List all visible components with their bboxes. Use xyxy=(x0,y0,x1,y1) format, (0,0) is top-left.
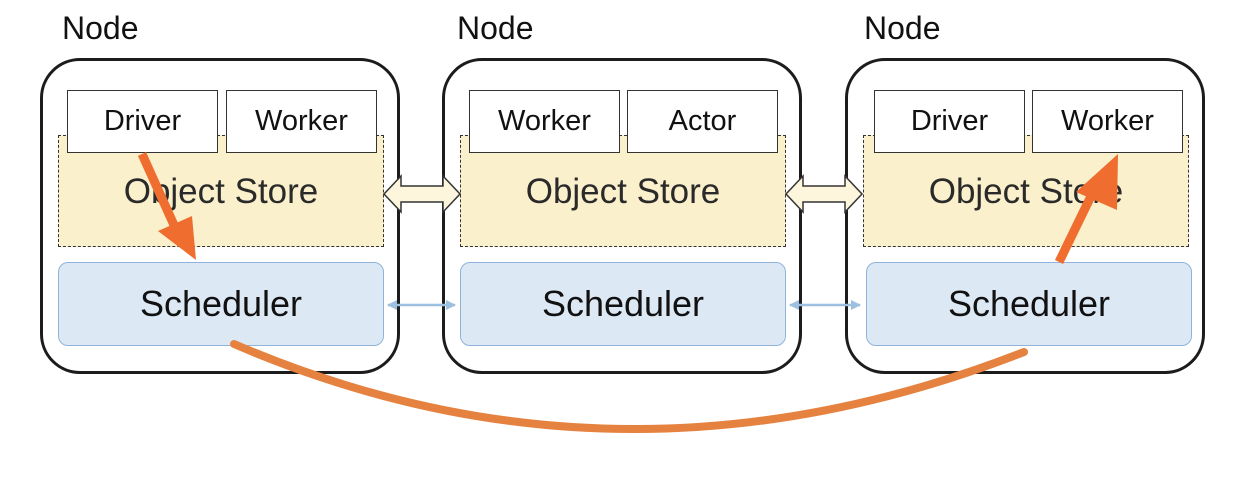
worker-box-2: Worker xyxy=(469,90,620,153)
driver-box-3: Driver xyxy=(874,90,1025,153)
scheduler-2: Scheduler xyxy=(460,262,786,346)
object-store-2: Object Store xyxy=(460,135,786,247)
node-1 xyxy=(40,58,400,374)
scheduler-flow-curve xyxy=(230,340,1028,434)
scheduler-to-worker-arrow xyxy=(1054,188,1099,264)
driver-to-scheduler-arrow xyxy=(137,152,183,236)
object-store-label-2: Object Store xyxy=(525,172,721,211)
store-link-arrow-1-2 xyxy=(382,174,462,214)
node-title-2: Node xyxy=(457,10,534,46)
object-store-3: Object Store xyxy=(863,135,1189,247)
driver-to-scheduler-arrowhead xyxy=(158,216,196,260)
node-3 xyxy=(845,58,1205,374)
object-store-1: Object Store xyxy=(58,135,384,247)
node-title-1: Node xyxy=(62,10,139,46)
scheduler-1: Scheduler xyxy=(58,262,384,346)
worker-box-1: Worker xyxy=(226,90,377,153)
node-title-3: Node xyxy=(864,10,941,46)
scheduler-to-worker-arrowhead xyxy=(1076,154,1118,210)
actor-box-2: Actor xyxy=(627,90,778,153)
scheduler-3: Scheduler xyxy=(866,262,1192,346)
driver-box-1: Driver xyxy=(67,90,218,153)
worker-box-3: Worker xyxy=(1032,90,1183,153)
store-link-arrow-2-3 xyxy=(784,174,864,214)
node-2 xyxy=(442,58,802,374)
